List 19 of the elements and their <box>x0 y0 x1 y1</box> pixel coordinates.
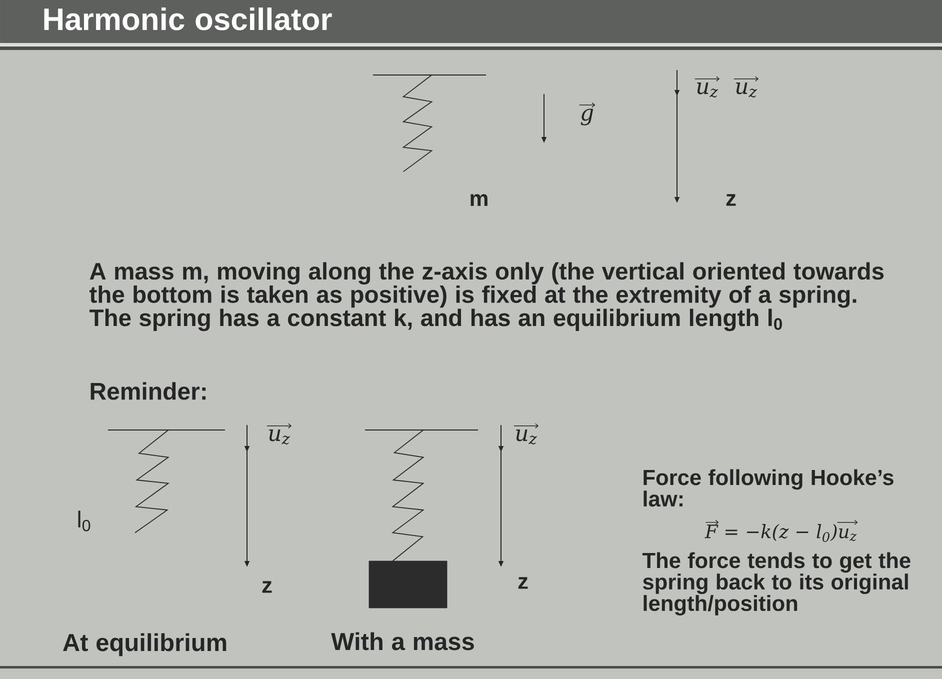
vector-label: u$_{z}$ <box>734 76 759 98</box>
paragraph: A mass m, moving along the z-axis only (the vertical oriented towards the bottom is taken as positive) is fixed at the extremity of a spring. The spring has a constant k, and has an equilibrium length l$_{0}$ <box>89 262 884 332</box>
mass-label: m <box>470 194 488 206</box>
axis-label: z <box>518 577 528 589</box>
vector-label: u$_{z}$ <box>694 76 720 98</box>
vector-label: u$_{z}$ <box>266 423 292 444</box>
title-bar: Harmonic oscillator <box>0 0 942 43</box>
length-label: l$_{0}$ <box>78 510 90 532</box>
heading: Reminder: <box>90 382 206 400</box>
axis-label: z <box>262 581 272 593</box>
paragraph: The force tends to get the spring back to its original length/position <box>642 552 910 616</box>
vector-label: u$_{z}$ <box>514 423 539 444</box>
mass-block <box>368 560 448 608</box>
axis-label: z <box>726 194 736 206</box>
paragraph: Force following Hooke’s law: <box>644 469 894 507</box>
vector-label: g <box>578 102 596 126</box>
caption: With a mass <box>331 632 474 650</box>
formula: F = −k(z − l$_{0}$)u$_{z}$ <box>704 520 858 542</box>
caption: At equilibrium <box>63 633 226 656</box>
